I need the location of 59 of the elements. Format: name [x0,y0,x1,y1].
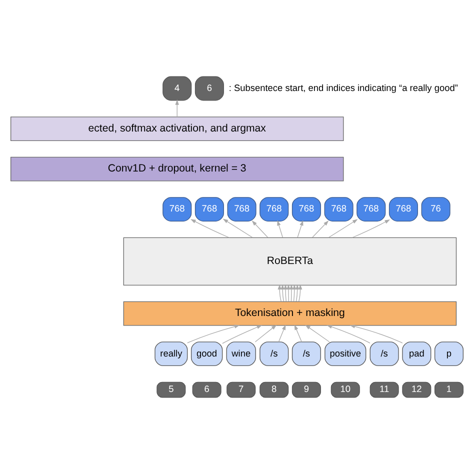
node-box: 1 [434,382,464,398]
arrow [280,284,284,302]
node-box: ected, softmax activation, and argmax [10,116,344,141]
arrow [297,220,304,238]
arrow [326,325,370,344]
node-box: 8 [260,382,289,398]
node-box: 768 [162,197,192,222]
node-box: 10 [330,382,360,398]
arrow [254,324,277,342]
node-box: 12 [402,382,432,398]
arrow [278,324,286,342]
arrow [298,284,302,302]
label: : Subsentece start, end indices indicating “a really good” [228,82,458,93]
node-box: Tokenisation + masking [123,301,457,326]
node-box: /s [370,342,399,366]
arrow [175,100,179,118]
node-box: 768 [227,197,256,222]
arrow [286,284,290,302]
arrow [312,220,329,238]
arrow [292,284,296,302]
arrow [305,324,330,342]
node-box: 6 [192,382,222,398]
node-box: 4 [162,76,192,101]
node-box: 7 [226,382,256,398]
arrow [350,324,403,344]
arrow [328,219,358,238]
arrow [352,219,390,238]
arrow [252,220,268,238]
node-box: RoBERTa [123,237,457,286]
arrow [296,284,300,302]
node-box: 9 [292,382,321,398]
node-box: 768 [356,197,386,222]
node-box: 768 [194,197,224,222]
arrow [190,219,230,238]
node-box: 768 [260,197,289,222]
node-box: really [154,342,188,366]
node-box: 768 [388,197,418,222]
node-box: 768 [324,197,354,222]
node-box: 6 [194,76,224,101]
node-box: p [434,342,464,366]
node-box: 76 [421,197,450,222]
arrow [222,218,254,238]
node-box: 5 [156,382,186,398]
node-box: /s [260,342,289,366]
node-box: 11 [370,382,399,398]
node-box: pad [402,342,432,366]
arrow [222,325,262,344]
node-box: 768 [292,197,321,222]
arrow [284,284,288,302]
arrow [277,220,284,238]
node-box: positive [324,342,366,366]
arrow [290,284,294,302]
node-box: /s [292,342,321,366]
arrow [187,324,240,344]
node-box: good [190,342,223,366]
node-box: wine [226,342,256,366]
arrow [294,324,302,342]
arrow [278,284,282,302]
node-box: Conv1D + dropout, kernel = 3 [10,156,344,182]
